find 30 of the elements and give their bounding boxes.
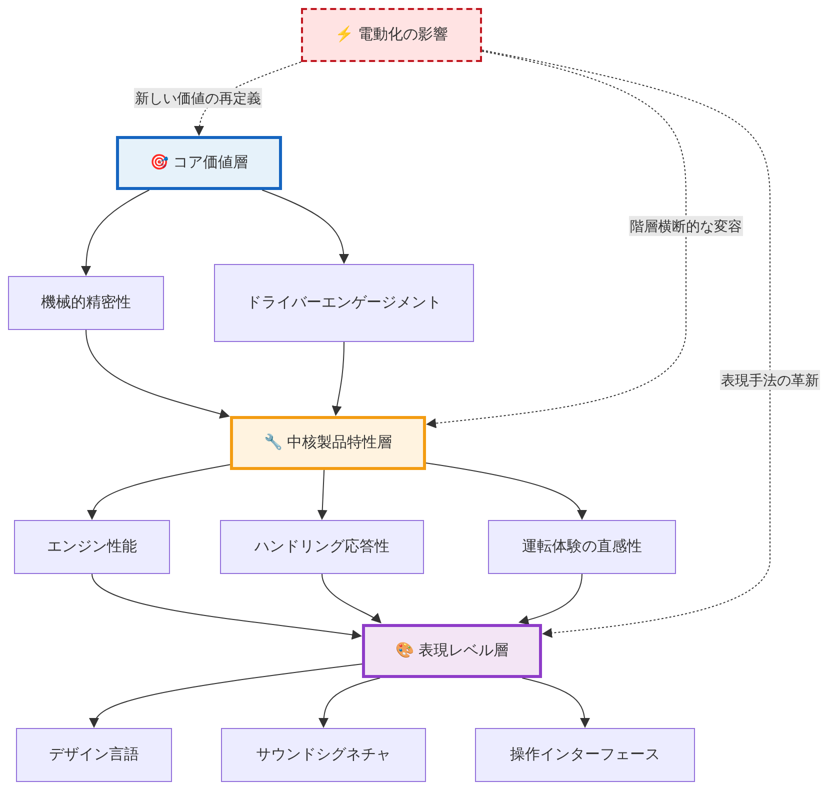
arrow xyxy=(426,462,586,520)
edge-label: 新しい価値の再定義 xyxy=(134,88,262,108)
edge-label: 表現手法の革新 xyxy=(720,370,820,390)
dotted-arrow xyxy=(426,50,686,428)
arrow xyxy=(332,342,344,416)
process-box: 機械的精密性 xyxy=(8,276,164,330)
process-box: サウンドシグネチャ xyxy=(221,728,426,782)
arrow xyxy=(317,470,328,520)
impact-box: ⚡ 電動化の影響 xyxy=(301,8,482,62)
edge-label: 階層横断的な変容 xyxy=(629,216,743,236)
arrow xyxy=(86,330,230,419)
process-box: 操作インターフェース xyxy=(475,728,695,782)
dotted-arrow xyxy=(482,50,770,638)
process-box: ドライバーエンゲージメント xyxy=(214,264,474,342)
layer-box: 🎯 コア価値層 xyxy=(116,136,282,190)
layer-box: 🎨 表現レベル層 xyxy=(362,624,542,678)
arrow xyxy=(262,190,349,264)
process-box: 運転体験の直感性 xyxy=(488,520,676,574)
arrow xyxy=(90,663,362,728)
arrow xyxy=(318,678,380,728)
arrow xyxy=(81,190,150,276)
arrow xyxy=(518,574,582,625)
arrow xyxy=(92,574,362,640)
arrow xyxy=(522,678,590,728)
process-box: デザイン言語 xyxy=(16,728,172,782)
process-box: ハンドリング応答性 xyxy=(220,520,424,574)
arrow xyxy=(322,574,382,624)
layer-box: 🔧 中核製品特性層 xyxy=(230,416,426,470)
arrow xyxy=(88,464,230,520)
process-box: エンジン性能 xyxy=(14,520,170,574)
